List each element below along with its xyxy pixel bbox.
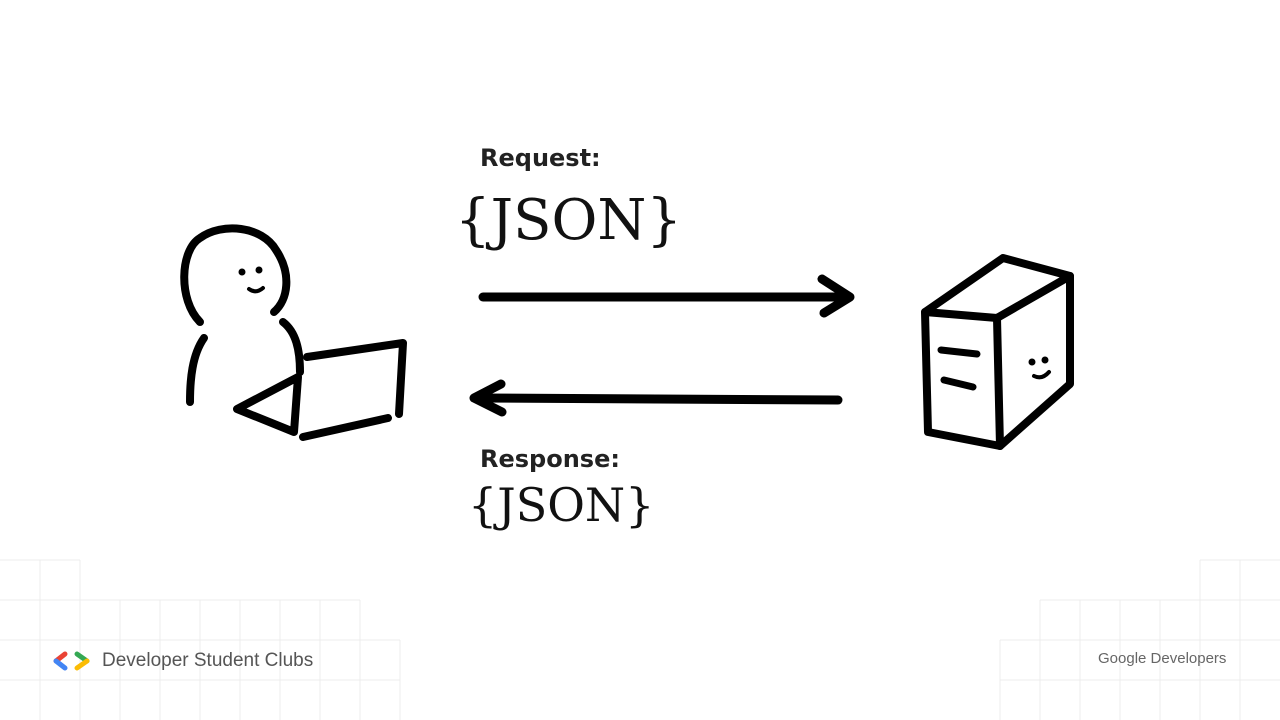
response-payload: {JSON} (468, 478, 655, 532)
response-label: Response: (480, 445, 620, 473)
request-label: Request: (480, 144, 601, 172)
arrow-right-icon (478, 274, 855, 318)
request-payload: {JSON} (455, 188, 682, 253)
partner-suffix: Developers (1150, 650, 1227, 667)
partner-brand: Google (1098, 650, 1147, 667)
arrow-left-icon (469, 379, 843, 417)
logo-yellow-stroke (74, 658, 90, 671)
brand-name: Developer Student Clubs (102, 650, 314, 671)
server-tower-icon (921, 254, 1074, 450)
google-developers-branding: Google Developers (1098, 650, 1226, 667)
dsc-logo-icon (53, 651, 90, 671)
dsc-branding: Developer Student Clubs (52, 646, 313, 676)
person-with-laptop-icon (180, 224, 407, 441)
logo-blue-stroke (53, 658, 68, 671)
